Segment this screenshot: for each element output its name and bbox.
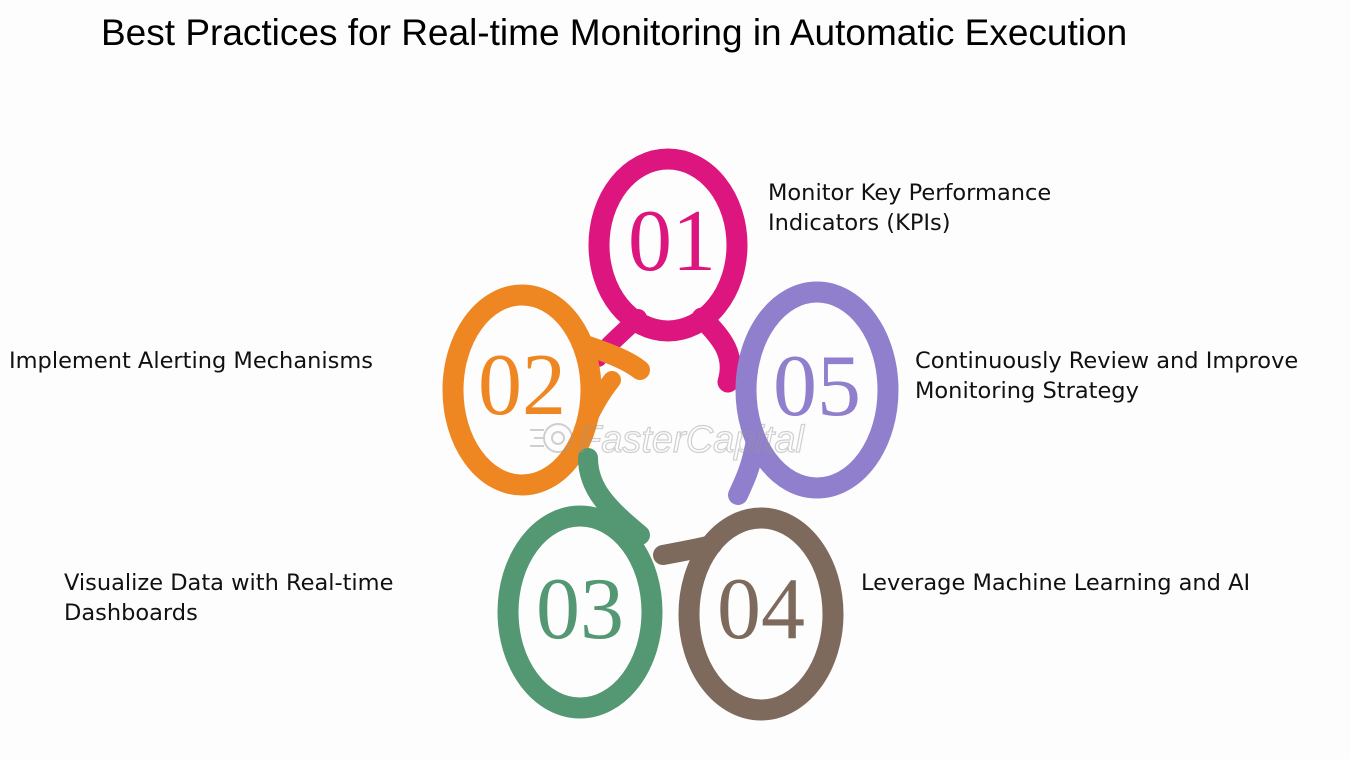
petal-02: 02 [442, 284, 650, 496]
step-label-05-line-1: Continuously Review and Improve [915, 348, 1299, 374]
watermark-logo-icon [530, 423, 573, 453]
petal-05: 05 [728, 281, 899, 505]
step-label-05-line-2: Monitoring Strategy [915, 378, 1139, 404]
step-number-02: 02 [478, 337, 566, 434]
step-label-04: Leverage Machine Learning and AI [861, 568, 1250, 598]
step-label-02: Implement Alerting Mechanisms [9, 346, 373, 376]
step-label-01-line-1: Monitor Key Performance [768, 180, 1052, 206]
watermark: FasterCapital [530, 418, 806, 462]
step-number-05: 05 [773, 338, 861, 435]
step-number-03: 03 [536, 561, 624, 658]
step-label-05: Continuously Review and Improve Monitori… [915, 346, 1298, 406]
step-label-04-line-1: Leverage Machine Learning and AI [861, 570, 1251, 596]
step-label-01: Monitor Key Performance Indicators (KPIs… [768, 178, 1051, 238]
petal-04: 04 [653, 507, 844, 721]
step-number-04: 04 [717, 561, 805, 658]
watermark-text: FasterCapital [578, 419, 806, 461]
step-label-02-line-1: Implement Alerting Mechanisms [9, 348, 373, 374]
step-label-03: Visualize Data with Real-time Dashboards [64, 568, 393, 628]
step-label-03-line-2: Dashboards [64, 600, 198, 626]
step-label-01-line-2: Indicators (KPIs) [768, 210, 951, 236]
step-number-01: 01 [628, 193, 716, 290]
step-label-03-line-1: Visualize Data with Real-time [64, 570, 394, 596]
page-title: Best Practices for Real-time Monitoring … [101, 12, 1128, 53]
petal-03: 03 [497, 448, 663, 719]
